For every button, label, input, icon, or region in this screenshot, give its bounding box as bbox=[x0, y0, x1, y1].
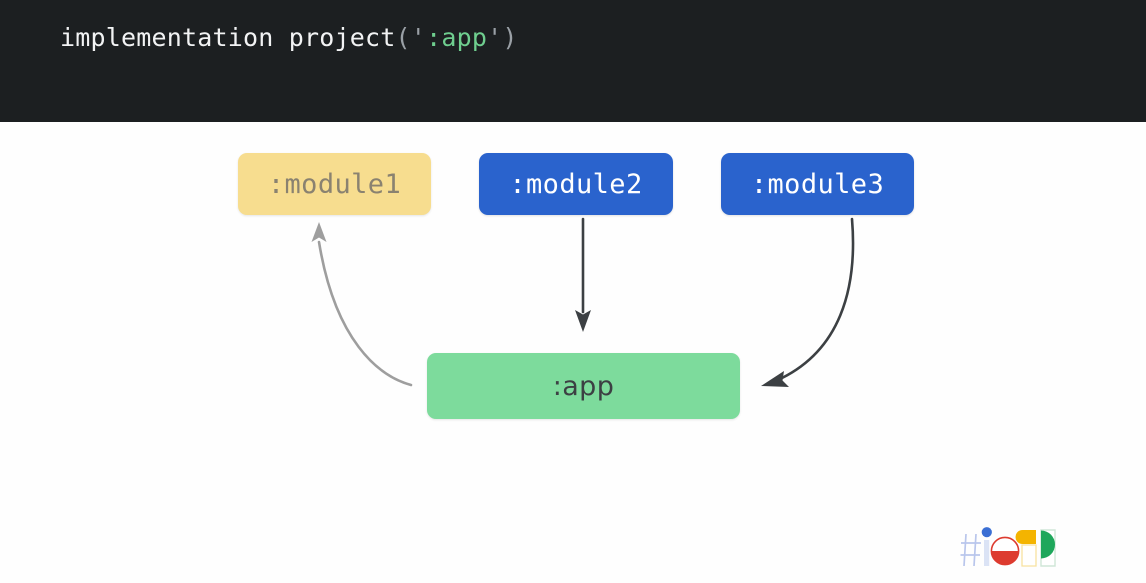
google-io-logo bbox=[960, 527, 1056, 567]
code-token-close-paren: ) bbox=[502, 23, 518, 52]
code-token-open-paren: ( bbox=[395, 23, 411, 52]
code-token-string: :app bbox=[426, 23, 488, 52]
yellow-wedge-icon bbox=[1015, 530, 1037, 567]
code-banner: implementation project(':app') bbox=[0, 0, 1146, 122]
code-snippet: implementation project(':app') bbox=[60, 22, 518, 54]
node-app[interactable]: :app bbox=[427, 353, 740, 419]
dependency-diagram: :module1 :module2 :module3 :app bbox=[0, 122, 1146, 583]
edge-app-to-module1 bbox=[311, 222, 413, 387]
edge-module2-to-app bbox=[575, 217, 591, 332]
code-token-plain: implementation project bbox=[60, 23, 396, 52]
edge-module3-to-app bbox=[761, 217, 855, 387]
green-shape-icon bbox=[1040, 529, 1056, 567]
code-token-open-quote: ' bbox=[410, 23, 427, 52]
node-module1[interactable]: :module1 bbox=[238, 153, 431, 215]
hash-icon bbox=[960, 533, 981, 567]
letter-i-icon bbox=[981, 527, 992, 566]
letter-o-icon bbox=[990, 536, 1020, 566]
node-module3[interactable]: :module3 bbox=[721, 153, 914, 215]
code-token-close-quote: ' bbox=[487, 23, 503, 52]
node-module2[interactable]: :module2 bbox=[479, 153, 673, 215]
